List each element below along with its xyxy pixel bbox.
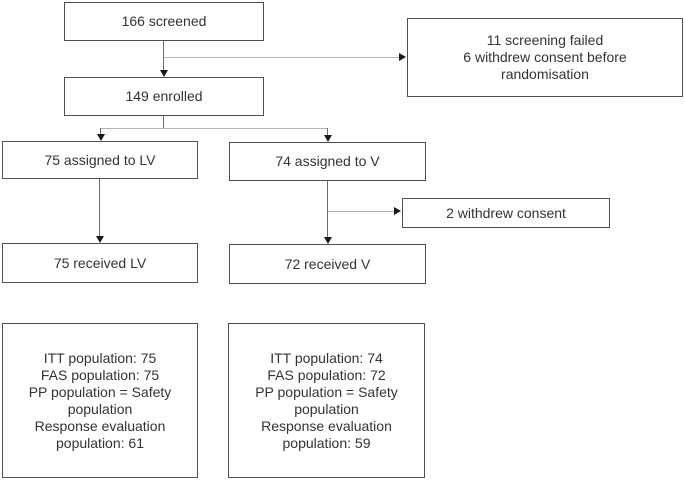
box-population-lv-line3: PP population = Safety — [28, 383, 172, 400]
box-screen-fail-line1: 11 screening failed — [486, 32, 604, 48]
arrowhead-enrolled-icon — [160, 70, 168, 77]
connector-assigned-v-to-received-v — [327, 181, 328, 238]
box-withdrew: 2 withdrew consent — [402, 198, 610, 228]
box-assigned-lv-label: 75 assigned to LV — [44, 151, 156, 168]
connector-branch-left-drop — [100, 128, 101, 136]
box-screen-fail-line3: randomisation — [501, 66, 589, 82]
box-assigned-lv: 75 assigned to LV — [2, 141, 198, 179]
box-received-v-label: 72 received V — [284, 255, 371, 272]
arrowhead-received-v-icon — [324, 237, 332, 244]
box-population-lv-line2: FAS population: 75 — [40, 366, 160, 383]
box-population-v-line3: PP population = Safety — [255, 383, 398, 400]
arrowhead-assigned-lv-icon — [97, 134, 105, 141]
box-enrolled-label: 149 enrolled — [125, 88, 203, 104]
box-screen-fail-line2: 6 withdrew consent before — [463, 49, 627, 65]
box-population-lv-line5: Response evaluation — [34, 417, 166, 434]
box-population-v: ITT population: 74 FAS population: 72 PP… — [228, 323, 425, 478]
box-population-lv-line4: population — [67, 400, 133, 417]
connector-enrolled-stem — [163, 116, 164, 129]
box-enrolled: 149 enrolled — [64, 77, 264, 116]
box-population-v-line5: Response evaluation — [261, 417, 392, 434]
box-population-v-line6: population: 59 — [282, 434, 371, 451]
box-screened: 166 screened — [64, 2, 264, 41]
box-received-lv: 75 received LV — [2, 243, 198, 283]
box-population-v-line2: FAS population: 72 — [267, 366, 386, 383]
box-received-lv-label: 75 received LV — [53, 254, 147, 271]
box-withdrew-label: 2 withdrew consent — [446, 204, 566, 221]
box-received-v: 72 received V — [229, 244, 426, 284]
box-population-lv-line1: ITT population: 75 — [43, 349, 157, 366]
connector-branch-horizontal — [100, 128, 328, 129]
box-population-v-line1: ITT population: 74 — [270, 349, 383, 366]
arrowhead-screen-fail-icon — [399, 53, 406, 61]
connector-to-withdrew — [328, 211, 395, 212]
box-assigned-v-label: 74 assigned to V — [275, 153, 380, 169]
connector-branch-right-drop — [327, 128, 328, 137]
box-screen-fail: 11 screening failed 6 withdrew consent b… — [407, 18, 683, 97]
arrowhead-assigned-v-icon — [324, 135, 332, 142]
box-assigned-v: 74 assigned to V — [229, 142, 426, 181]
box-screened-label: 166 screened — [121, 13, 207, 29]
arrowhead-withdrew-icon — [394, 207, 401, 215]
arrowhead-received-lv-icon — [96, 236, 104, 243]
box-population-lv-line6: population: 61 — [56, 434, 144, 451]
connector-to-screen-fail — [164, 57, 400, 58]
connector-assigned-lv-to-received-lv — [99, 179, 100, 237]
box-population-lv: ITT population: 75 FAS population: 75 PP… — [2, 323, 198, 478]
box-population-v-line4: population — [294, 400, 359, 417]
connector-screened-to-enrolled — [163, 41, 164, 71]
